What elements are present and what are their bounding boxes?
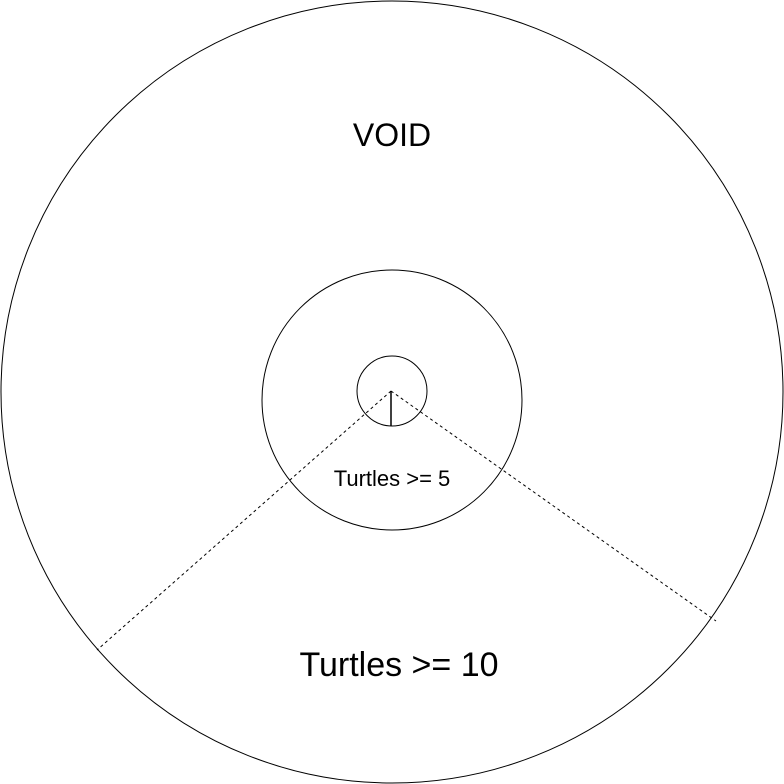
void-label: VOID	[352, 117, 432, 153]
sector-boundary-left	[96, 390, 392, 651]
middle-circle	[261, 269, 523, 531]
sector-boundary-right	[390, 390, 717, 622]
inner-circle	[356, 355, 428, 427]
outer-zone-label: Turtles >= 10	[299, 646, 499, 684]
inner-zone-label: Turtles >= 5	[333, 466, 451, 491]
